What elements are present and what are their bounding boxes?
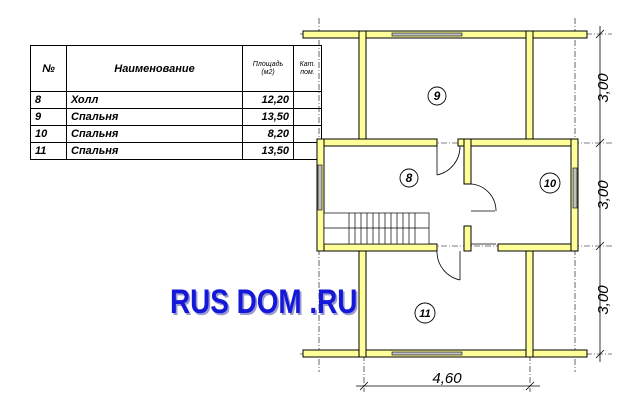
header-category: Кат. пом. bbox=[293, 45, 322, 92]
window-right bbox=[572, 167, 578, 209]
wall-stubs bbox=[302, 31, 588, 357]
room-11-label: 11 bbox=[419, 308, 430, 320]
dimension-right-bottom: 3,00 bbox=[595, 285, 612, 315]
wall-hall-bottom-left bbox=[316, 243, 438, 252]
dimension-right-middle: 3,00 bbox=[595, 180, 612, 210]
room-8-label: 8 bbox=[406, 171, 413, 185]
doors bbox=[436, 145, 497, 281]
wall-hall-top-left bbox=[316, 138, 438, 147]
row-area: 13,50 bbox=[242, 142, 294, 160]
header-area-line2: (м2) bbox=[261, 68, 275, 76]
window-top bbox=[391, 32, 463, 37]
wall-hall-top-right bbox=[457, 138, 579, 147]
window-left bbox=[317, 164, 323, 211]
watermark-logo: RUS DOM .RU bbox=[170, 283, 358, 321]
header-name: Наименование bbox=[66, 45, 243, 92]
wall-left-lower bbox=[358, 246, 367, 358]
row-name: Спальня bbox=[66, 108, 243, 126]
table-row: 9 Спальня 13,50 bbox=[30, 108, 322, 126]
axis-lines bbox=[300, 18, 612, 392]
row-number: 11 bbox=[30, 142, 67, 160]
table-header-row: № Наименование Площадь (м2) Кат. пом. bbox=[30, 45, 322, 92]
header-cat-line2: пом. bbox=[300, 68, 315, 76]
room-10-label: 10 bbox=[544, 178, 557, 190]
wall-left-upper bbox=[358, 30, 367, 142]
header-cat-line1: Кат. bbox=[299, 60, 316, 68]
header-area-line1: Площадь bbox=[252, 60, 284, 68]
wall-right-lower bbox=[525, 246, 534, 358]
room-labels bbox=[399, 86, 561, 324]
dimension-bottom bbox=[356, 381, 540, 391]
room-9-circle bbox=[427, 86, 447, 106]
door-swing-10 bbox=[470, 183, 497, 212]
row-name: Спальня bbox=[66, 142, 243, 160]
wall-hall-bottom-right bbox=[497, 243, 579, 252]
door-swing-8 bbox=[436, 145, 461, 176]
room-9-label: 9 bbox=[434, 89, 441, 103]
windows bbox=[317, 32, 578, 356]
room-10-circle bbox=[539, 172, 561, 194]
wall-right-upper bbox=[525, 30, 534, 142]
table-row: 10 Спальня 8,20 bbox=[30, 125, 322, 143]
dimension-right-top: 3,00 bbox=[595, 73, 612, 103]
wall-partition-lower bbox=[463, 225, 472, 252]
window-bottom bbox=[391, 351, 463, 356]
room-8-circle bbox=[399, 168, 419, 188]
dimension-bottom-width: 4,60 bbox=[432, 370, 462, 387]
wall-partition-upper bbox=[463, 138, 472, 185]
room-11-circle bbox=[414, 302, 436, 324]
rooms-table: № Наименование Площадь (м2) Кат. пом. 8 … bbox=[30, 45, 322, 160]
dimension-right bbox=[595, 26, 605, 362]
door-swing-11 bbox=[436, 250, 461, 281]
staircase bbox=[323, 212, 430, 245]
header-number: № bbox=[30, 45, 67, 92]
